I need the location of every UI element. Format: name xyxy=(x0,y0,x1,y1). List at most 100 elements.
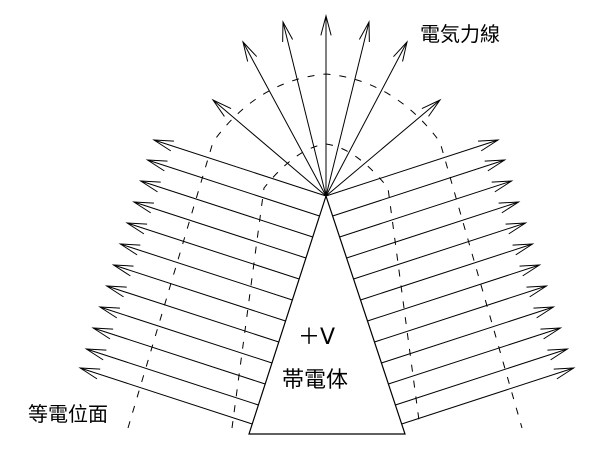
field-line-shaft xyxy=(325,139,499,197)
charged-body xyxy=(248,194,406,435)
arrow-head xyxy=(118,243,141,256)
arrow-head xyxy=(91,327,114,340)
arrow-head xyxy=(484,159,507,172)
arrow-head xyxy=(320,14,332,36)
field-line-shaft xyxy=(374,285,547,343)
field-line-shaft xyxy=(381,306,554,364)
field-line-shaft xyxy=(339,180,512,238)
field-line xyxy=(111,264,286,322)
arrow-head xyxy=(498,201,521,214)
arrow-head xyxy=(152,139,174,152)
field-line-shaft xyxy=(325,21,370,197)
field-line xyxy=(98,306,273,364)
arrow-head xyxy=(242,40,258,62)
arrow-head xyxy=(282,20,294,43)
field-line xyxy=(325,40,408,197)
field-line-shaft xyxy=(242,41,327,197)
arrow-head xyxy=(421,98,442,117)
field-line xyxy=(346,201,521,259)
field-line-shaft xyxy=(388,327,561,385)
field-line-shaft xyxy=(147,159,320,217)
field-line xyxy=(282,20,327,197)
arrow-head xyxy=(533,306,556,319)
field-line xyxy=(325,98,442,197)
field-line-shaft xyxy=(140,180,313,238)
arrow-head xyxy=(138,180,161,193)
potential-label: ＋V xyxy=(298,325,336,350)
field-line xyxy=(125,222,300,280)
charged-body-label: 帯電体 xyxy=(282,368,349,393)
field-line xyxy=(84,348,259,406)
field-line xyxy=(367,264,542,322)
arrow-head xyxy=(104,285,127,298)
field-line xyxy=(211,98,327,197)
field-lines xyxy=(78,14,576,425)
field-line-shaft xyxy=(395,348,568,406)
arrow-head xyxy=(478,139,500,152)
field-line-shaft xyxy=(93,327,266,385)
field-line-shaft xyxy=(99,306,273,364)
field-line xyxy=(78,367,253,425)
arrow-head xyxy=(393,40,408,62)
field-line-shaft xyxy=(367,264,540,322)
field-line xyxy=(118,243,293,301)
arrow-head xyxy=(132,201,154,214)
field-line xyxy=(339,180,514,238)
field-line xyxy=(138,180,313,238)
arrow-head xyxy=(125,222,148,235)
field-line-shaft xyxy=(212,99,327,197)
field-line xyxy=(320,14,332,196)
field-line xyxy=(332,159,507,217)
arrow-head xyxy=(540,327,563,340)
equipotential-label: 等電位面 xyxy=(28,402,108,426)
arrow-head xyxy=(519,264,542,277)
field-line-shaft xyxy=(325,41,408,197)
arrow-head xyxy=(78,367,101,380)
field-line-shaft xyxy=(153,139,327,197)
arrow-head xyxy=(145,159,168,172)
field-line xyxy=(388,327,563,385)
arrow-head xyxy=(111,264,134,277)
arrow-head xyxy=(84,348,107,361)
field-line xyxy=(91,327,266,385)
field-line xyxy=(381,306,556,364)
field-line-shaft xyxy=(133,201,307,259)
field-line-shaft xyxy=(282,21,327,197)
field-line xyxy=(152,139,327,197)
field-line-shaft xyxy=(120,243,293,301)
field-line-shaft xyxy=(106,285,279,343)
field-line xyxy=(374,285,549,343)
field-line xyxy=(145,159,320,217)
arrow-head xyxy=(358,20,370,43)
field-line-shaft xyxy=(332,159,505,217)
field-line-shaft xyxy=(80,367,253,425)
field-line-shaft xyxy=(325,99,441,197)
field-line-shaft xyxy=(126,222,300,280)
arrow-head xyxy=(512,243,535,256)
field-line xyxy=(395,348,570,406)
field-line-shaft xyxy=(353,222,526,280)
arrow-head xyxy=(553,367,576,380)
field-lines-label: 電気力線 xyxy=(420,22,500,46)
field-line xyxy=(132,201,307,259)
field-line xyxy=(360,243,535,301)
field-line xyxy=(325,20,370,197)
field-line-shaft xyxy=(346,201,519,259)
field-line xyxy=(104,285,279,343)
arrow-head xyxy=(491,180,514,193)
field-line xyxy=(401,367,576,425)
field-line-shaft xyxy=(401,367,574,425)
arrow-head xyxy=(211,98,232,117)
field-line xyxy=(353,222,528,280)
field-line-shaft xyxy=(113,264,286,322)
arrow-head xyxy=(547,348,570,361)
field-line xyxy=(242,40,327,197)
arrow-head xyxy=(505,222,528,235)
field-line xyxy=(325,139,500,197)
arrow-head xyxy=(526,285,549,298)
field-line-shaft xyxy=(86,348,259,406)
arrow-head xyxy=(98,306,120,319)
field-line-shaft xyxy=(360,243,533,301)
